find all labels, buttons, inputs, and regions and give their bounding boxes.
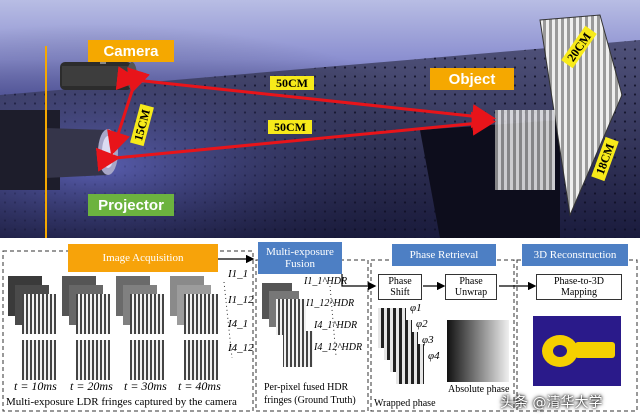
phase-label-1: φ1 <box>410 302 422 314</box>
acquisition-section <box>2 250 254 412</box>
hdr-label-4: I4_12^HDR <box>314 342 363 353</box>
hdr-label-3: I4_1^HDR <box>314 320 358 331</box>
phase-label-2: φ2 <box>416 318 428 330</box>
ldr-stacks <box>8 276 218 380</box>
camera-object-arrow <box>115 66 496 129</box>
object-label: Object <box>430 68 514 90</box>
fringe-object <box>495 14 623 217</box>
hdr-stack <box>262 283 337 367</box>
caption-absolute-phase: Absolute phase <box>448 384 510 395</box>
distance-camera-object: 50CM <box>270 76 314 90</box>
projector-label: Projector <box>88 194 174 216</box>
phase-shift-box: Phase Shift <box>378 274 422 300</box>
ldr-label-4: I4_12 <box>228 342 254 354</box>
exposure-30ms: t = 30ms <box>124 379 167 393</box>
phase-label-4: φ4 <box>428 350 440 362</box>
hdr-label-2: I1_12^HDR <box>306 298 355 309</box>
camera-label: Camera <box>88 40 174 62</box>
wrapped-phase-stack <box>378 308 424 384</box>
pipeline-diagram <box>2 250 638 412</box>
stage-image-acquisition: Image Acquisition <box>68 244 218 272</box>
hdr-label-1: I1_1^HDR <box>304 276 348 287</box>
camera-projector-arrow <box>107 67 150 156</box>
caption-ldr: Multi-exposure LDR fringes captured by t… <box>6 396 237 408</box>
stage-multi-exposure-fusion: Multi-exposure Fusion <box>258 242 342 274</box>
ldr-label-2: I1_12 <box>228 294 254 306</box>
projector-object-arrow <box>95 111 496 172</box>
watermark: 头条 @清华大学 <box>500 395 603 411</box>
phase-to-3d-box: Phase-to-3D Mapping <box>536 274 622 300</box>
phase-unwrap-box: Phase Unwrap <box>445 274 497 300</box>
caption-wrapped-phase: Wrapped phase <box>374 398 436 409</box>
caption-hdr-line2: fringes (Ground Truth) <box>264 395 356 406</box>
exposure-20ms: t = 20ms <box>70 379 113 393</box>
exposure-10ms: t = 10ms <box>14 379 57 393</box>
ldr-label-1: I1_1 <box>228 268 249 280</box>
absolute-phase-image <box>447 320 509 382</box>
phase-label-3: φ3 <box>422 334 434 346</box>
stage-phase-retrieval: Phase Retrieval <box>392 244 496 266</box>
ldr-label-3: I4_1 <box>228 318 249 330</box>
reconstruction-image <box>533 316 621 386</box>
arrow-to-phase <box>341 274 377 291</box>
distance-projector-object: 50CM <box>268 120 312 134</box>
caption-hdr-line1: Per-pixel fused HDR <box>264 382 349 393</box>
exposure-40ms: t = 40ms <box>178 379 221 393</box>
stage-3d-reconstruction: 3D Reconstruction <box>522 244 628 266</box>
ldr-dots <box>223 281 233 359</box>
